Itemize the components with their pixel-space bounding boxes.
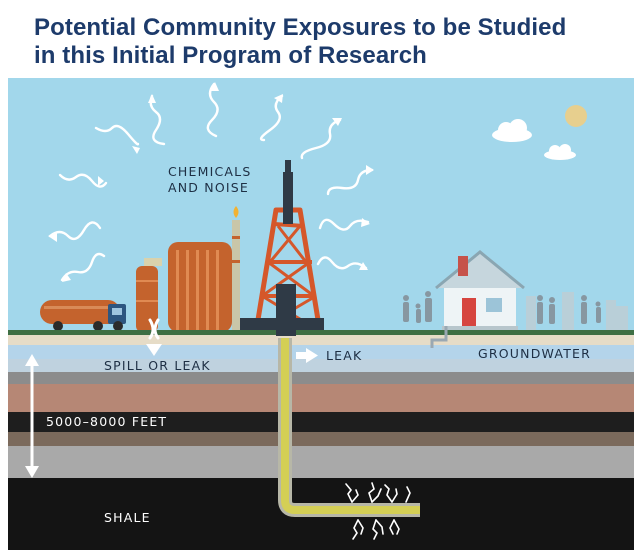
title-line-2: in this Initial Program of Research	[34, 42, 427, 69]
chemicals-label-line-2: AND NOISE	[168, 180, 250, 195]
chemicals-noise-label: CHEMICALS AND NOISE	[168, 164, 251, 196]
sun-icon	[565, 105, 587, 127]
arrowheads	[48, 82, 374, 282]
water-pipe	[430, 326, 448, 348]
title-line-1: Potential Community Exposures to be Stud…	[34, 14, 567, 41]
depth-arrow	[25, 354, 39, 478]
sediment-layer	[8, 432, 634, 446]
tanker-truck-icon	[40, 300, 126, 331]
topsoil-layer	[8, 335, 634, 345]
leak-label: LEAK	[326, 348, 363, 363]
ground-surface	[8, 330, 634, 335]
rock-layer	[8, 372, 634, 384]
spill-arrow-icon	[146, 318, 162, 356]
fracture-lines	[345, 482, 411, 540]
clay-layer	[8, 384, 634, 412]
page-title: Potential Community Exposures to be Stud…	[34, 14, 614, 70]
groundwater-label: GROUNDWATER	[478, 346, 592, 361]
leak-arrow-icon	[296, 348, 318, 363]
house-icon	[435, 250, 525, 332]
dark-layer	[8, 412, 634, 432]
cloud-icon	[492, 119, 532, 142]
shale-label: SHALE	[104, 510, 151, 525]
sky	[8, 78, 634, 334]
emission-arrows	[48, 82, 374, 282]
people-silhouettes	[403, 291, 601, 324]
cloud-icon	[544, 144, 576, 160]
gray-rock-layer	[8, 446, 634, 478]
storage-tanks-icon	[136, 206, 240, 332]
depth-label: 5000–8000 FEET	[46, 414, 168, 429]
skyline-silhouette	[526, 292, 628, 332]
chemicals-label-line-1: CHEMICALS	[168, 164, 252, 179]
well-pipe	[276, 284, 420, 517]
groundwater-layer	[8, 345, 634, 359]
spill-or-leak-label: SPILL OR LEAK	[104, 358, 211, 373]
groundwater-lower-layer	[8, 359, 634, 372]
